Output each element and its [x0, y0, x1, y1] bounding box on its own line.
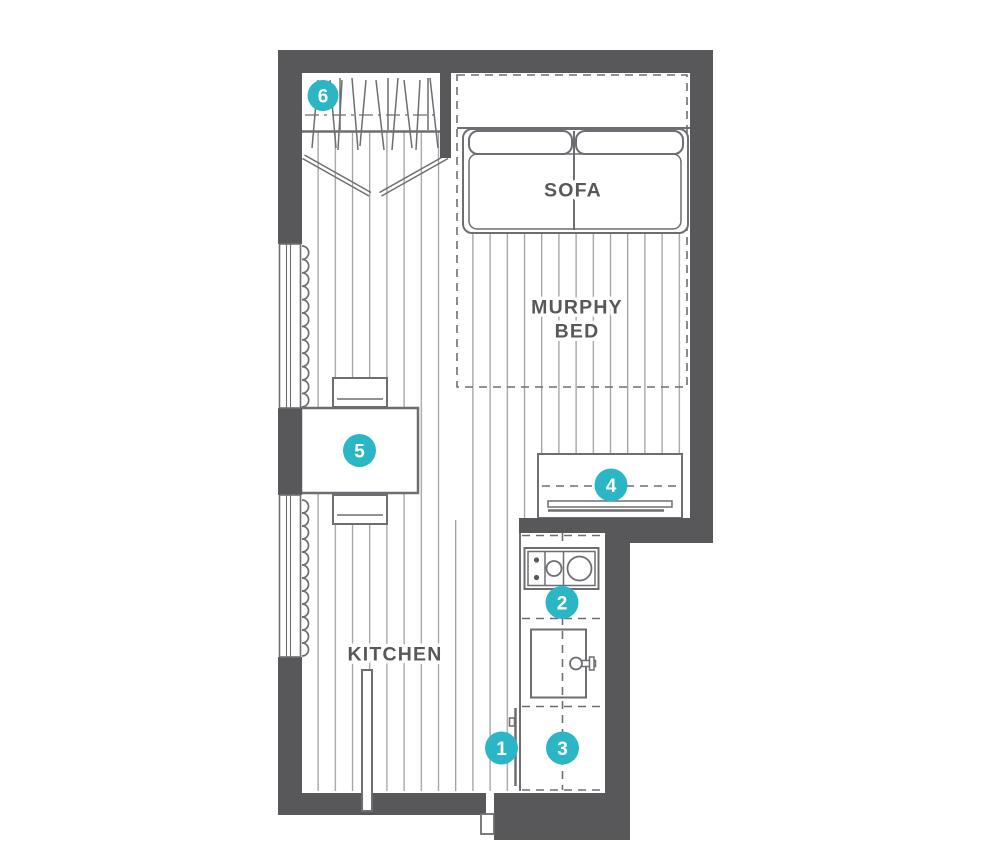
cooktop [523, 547, 600, 590]
wall-left-lower [278, 657, 302, 815]
room-labels: SOFA MURPHY BED KITCHEN [344, 176, 625, 669]
wall-left-pier [278, 408, 302, 495]
marker-2-number: 2 [557, 593, 568, 614]
wall-bottom-right [494, 793, 630, 840]
wall-bottom-mid [373, 793, 486, 815]
marker-6-number: 6 [318, 86, 329, 107]
wall-living-bottom-b [630, 518, 713, 543]
marker-4-number: 4 [606, 476, 617, 497]
cooktop-knob-icon [533, 557, 540, 563]
closet [302, 73, 451, 197]
marker-1[interactable]: 1 [485, 731, 518, 765]
window-upper-glazing [285, 244, 292, 408]
sink-faucet-cap [588, 656, 595, 671]
sink [530, 628, 597, 699]
closet-door-left [302, 154, 372, 197]
wall-top [278, 50, 713, 73]
window-lower-glazing [285, 495, 292, 657]
murphy-bed-label-line1: MURPHY [531, 297, 623, 319]
chair-bottom [332, 494, 388, 525]
marker-3-circle[interactable] [546, 731, 579, 765]
closet-door-right [379, 154, 449, 197]
sofa-cushion-left [468, 130, 573, 155]
sofa-cushion-right [575, 130, 684, 155]
curtain-upper-icon [301, 245, 310, 408]
wall-living-bottom-a [519, 518, 630, 533]
cooktop-burner-large [566, 555, 593, 582]
wall-under-partition [362, 811, 373, 815]
cooktop-burner-small [545, 560, 563, 577]
marker-6-circle[interactable] [307, 80, 339, 111]
wall-closet-stub [440, 73, 451, 158]
wall-counter-right [605, 533, 630, 840]
marker-2-circle[interactable] [545, 586, 579, 619]
marker-3[interactable]: 3 [546, 731, 579, 765]
wall-right [690, 50, 713, 542]
kitchen-label: KITCHEN [347, 644, 442, 666]
murphy-bed-label-line2: BED [555, 321, 600, 343]
cooktop-knob-icon [533, 574, 540, 581]
curtain-lower-icon [301, 499, 310, 657]
marker-4[interactable]: 4 [594, 468, 628, 502]
cooktop-panel [527, 550, 596, 587]
marker-5-number: 5 [354, 441, 365, 462]
entry-threshold [480, 813, 495, 835]
windows [278, 243, 310, 658]
sofa-label: SOFA [544, 180, 602, 202]
wall-bottom-left [278, 793, 362, 815]
partition-panel [361, 669, 373, 812]
walls [278, 50, 713, 840]
marker-6[interactable]: 6 [307, 80, 339, 111]
marker-4-circle[interactable] [594, 468, 628, 502]
marker-1-number: 1 [496, 739, 507, 760]
marker-3-number: 3 [557, 739, 568, 760]
cooktop-frame [523, 547, 600, 590]
marker-5-circle[interactable] [343, 434, 376, 467]
murphy-bed-outline [456, 74, 688, 388]
cabinet-door-handle [508, 717, 516, 727]
cooktop-dividers [544, 551, 565, 586]
sofa [457, 127, 690, 234]
marker-2[interactable]: 2 [545, 586, 579, 619]
chair-top [332, 377, 388, 408]
markers: 1 2 3 4 5 6 [307, 80, 628, 765]
closet-door-leaves [302, 154, 449, 197]
wall-left-upper [278, 50, 302, 244]
shelf-bar [547, 500, 673, 508]
sink-faucet-icon [569, 656, 583, 671]
marker-5[interactable]: 5 [343, 434, 376, 467]
marker-1-circle[interactable] [485, 731, 518, 765]
